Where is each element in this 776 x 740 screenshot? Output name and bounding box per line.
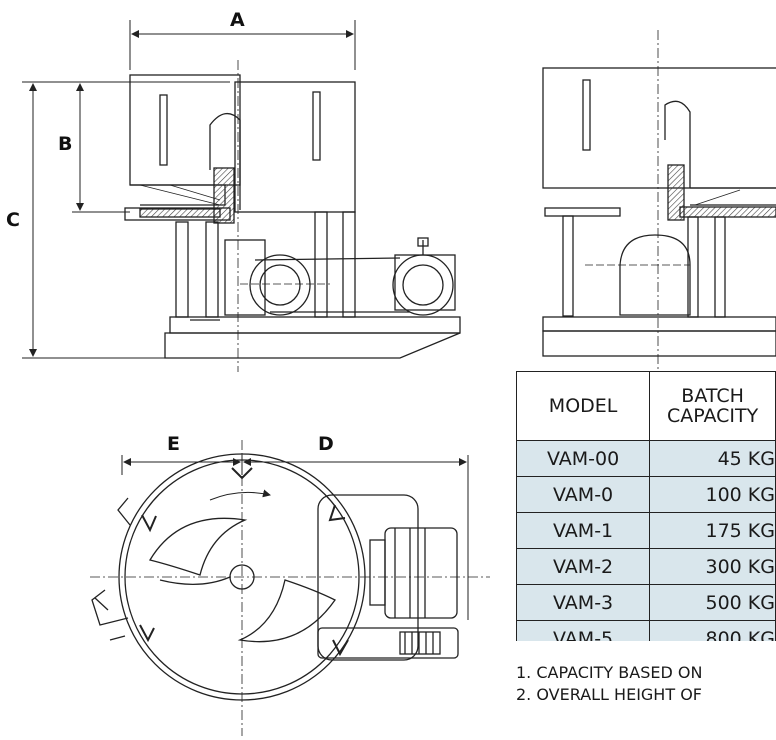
model-cell: VAM-00 [516,440,651,477]
dimension-e-label: E [167,433,180,455]
capacity-cell: 500 KG [649,584,776,621]
side-elevation-view [22,20,461,372]
plan-view [90,440,490,736]
dimension-a-label: A [230,9,245,31]
dimension-b-label: B [58,133,72,155]
note-line: 1. CAPACITY BASED ON [516,663,703,682]
table-row: VAM-00 45 KG [516,440,776,477]
table-row: VAM-3 500 KG [516,584,776,621]
front-elevation-view [542,30,776,372]
notes-block: 1. CAPACITY BASED ON 2. OVERALL HEIGHT O… [516,662,776,740]
model-cell: VAM-3 [516,584,651,621]
model-cell: VAM-1 [516,512,651,549]
dimension-d-label: D [318,433,334,455]
capacity-cell: 100 KG [649,476,776,513]
table-header-row: MODEL BATCH CAPACITY [516,371,776,441]
capacity-cell: 300 KG [649,548,776,585]
dimension-c-label: C [6,209,20,231]
model-cell: VAM-5 [516,620,651,641]
note-line: 2. OVERALL HEIGHT OF [516,685,702,704]
capacity-column-header: BATCH CAPACITY [649,371,776,441]
capacity-cell: 800 KG [649,620,776,641]
capacity-cell: 45 KG [649,440,776,477]
capacity-cell: 175 KG [649,512,776,549]
spec-table-container: MODEL BATCH CAPACITY VAM-00 45 KG VAM-0 … [516,371,776,641]
capacity-table: MODEL BATCH CAPACITY VAM-00 45 KG VAM-0 … [516,371,776,641]
table-row: VAM-1 175 KG [516,512,776,549]
table-row: VAM-0 100 KG [516,476,776,513]
table-row: VAM-2 300 KG [516,548,776,585]
model-cell: VAM-2 [516,548,651,585]
table-row: VAM-5 800 KG [516,620,776,641]
model-column-header: MODEL [516,371,651,441]
model-cell: VAM-0 [516,476,651,513]
